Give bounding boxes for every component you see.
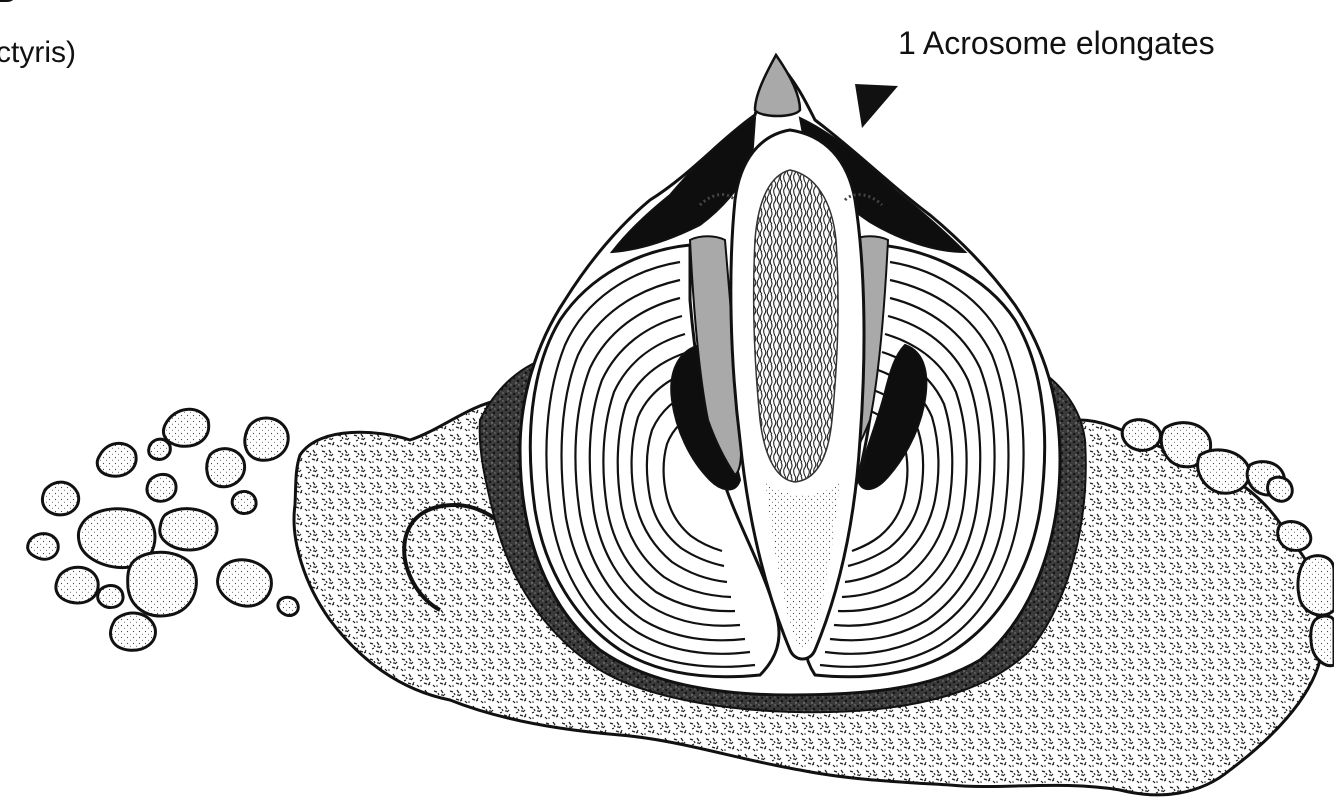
acrosome-tip bbox=[755, 55, 800, 116]
granule-cluster-left bbox=[28, 409, 299, 650]
chromatin bbox=[754, 170, 838, 482]
pointer-arrowhead bbox=[855, 84, 898, 128]
